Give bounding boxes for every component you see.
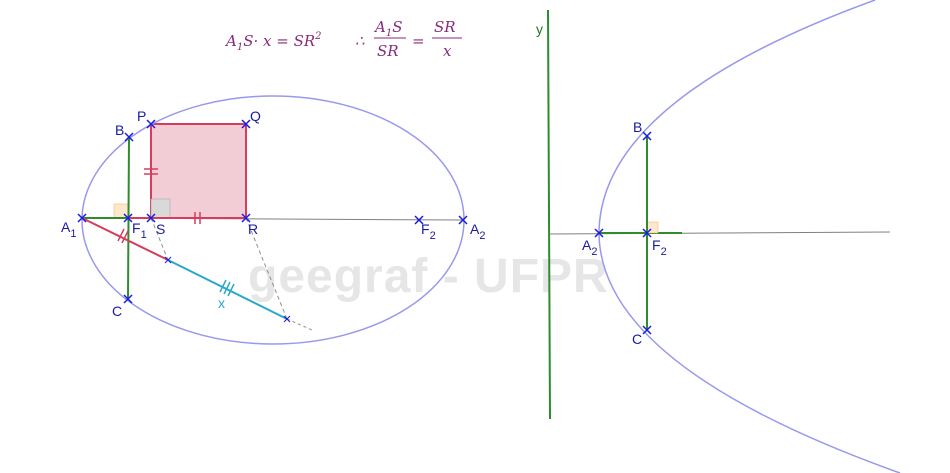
label-parabola-c: C <box>632 331 642 347</box>
label-p: P <box>137 108 146 124</box>
point-a2 <box>458 215 468 225</box>
label-y: y <box>536 21 543 37</box>
point-a1 <box>77 213 87 223</box>
point-b <box>124 132 134 142</box>
tick-x-3 <box>227 283 235 297</box>
label-f2: F2 <box>421 221 436 242</box>
formula-lhs-rest: S· x = SR <box>243 32 315 50</box>
segment-a1s-copy <box>81 217 169 261</box>
svg-text:A1S· x = SR2: A1S· x = SR2 <box>224 31 322 53</box>
point-f1 <box>123 213 133 223</box>
watermark: geegraf - UFPR <box>248 250 609 303</box>
segment-x <box>167 259 288 320</box>
ellipse-figure: A1 F1 S R F2 A2 B C P Q x <box>61 95 485 345</box>
label-a2: A2 <box>470 221 485 242</box>
y-axis <box>547 9 551 420</box>
label-r: R <box>248 221 258 237</box>
point-f2 <box>414 215 424 225</box>
svg-text:A1S: A1S <box>373 18 403 39</box>
formula-frac1-num-a: A <box>373 18 386 36</box>
tick-x-2 <box>223 281 231 295</box>
label-parabola-a2: A2 <box>582 237 597 258</box>
label-q: Q <box>250 108 261 124</box>
formula-lhs-a-sub: 1 <box>237 42 243 53</box>
label-x: x <box>218 295 225 311</box>
point-parabola-f2 <box>642 228 652 238</box>
parabola-figure: y A2 F2 B C <box>536 0 901 473</box>
parabola-points <box>594 131 652 335</box>
point-r <box>241 213 251 223</box>
tick-x-1 <box>219 279 227 293</box>
point-q <box>241 119 251 129</box>
formula-frac2-num: SR <box>434 18 456 36</box>
label-s: S <box>156 221 165 237</box>
ellipse-small-points <box>164 256 291 323</box>
formula: A1S· x = SR2 ∴ A1S SR = SR x <box>224 18 462 60</box>
formula-lhs-a: A <box>224 32 237 50</box>
label-c: C <box>112 303 122 319</box>
point-parabola-b <box>642 131 652 141</box>
label-parabola-f2: F2 <box>652 237 667 258</box>
point-c <box>123 294 133 304</box>
point-p <box>146 119 156 129</box>
label-a1: A1 <box>61 219 76 240</box>
point-parabola-a2 <box>594 228 604 238</box>
formula-frac1-num-rest: S <box>392 18 402 36</box>
point-s <box>146 213 156 223</box>
point-ray-mid <box>164 256 172 264</box>
formula-equals: = <box>412 32 425 50</box>
ellipse-points <box>77 119 468 304</box>
label-f1: F1 <box>132 220 147 241</box>
formula-frac1-den: SR <box>377 42 399 60</box>
formula-frac1-num-sub: 1 <box>386 28 392 39</box>
segment-x-extension <box>286 318 313 331</box>
label-b: B <box>115 122 124 138</box>
formula-therefore: ∴ <box>355 32 365 50</box>
tick-a1s-1 <box>117 228 125 242</box>
point-ray-end <box>283 315 291 323</box>
label-parabola-b: B <box>633 119 642 135</box>
formula-frac2-den: x <box>443 42 452 60</box>
dashed-s-to-ray <box>150 217 169 261</box>
formula-lhs-sup: 2 <box>314 31 321 42</box>
tick-a1s-2 <box>121 230 129 244</box>
point-parabola-c <box>642 325 652 335</box>
